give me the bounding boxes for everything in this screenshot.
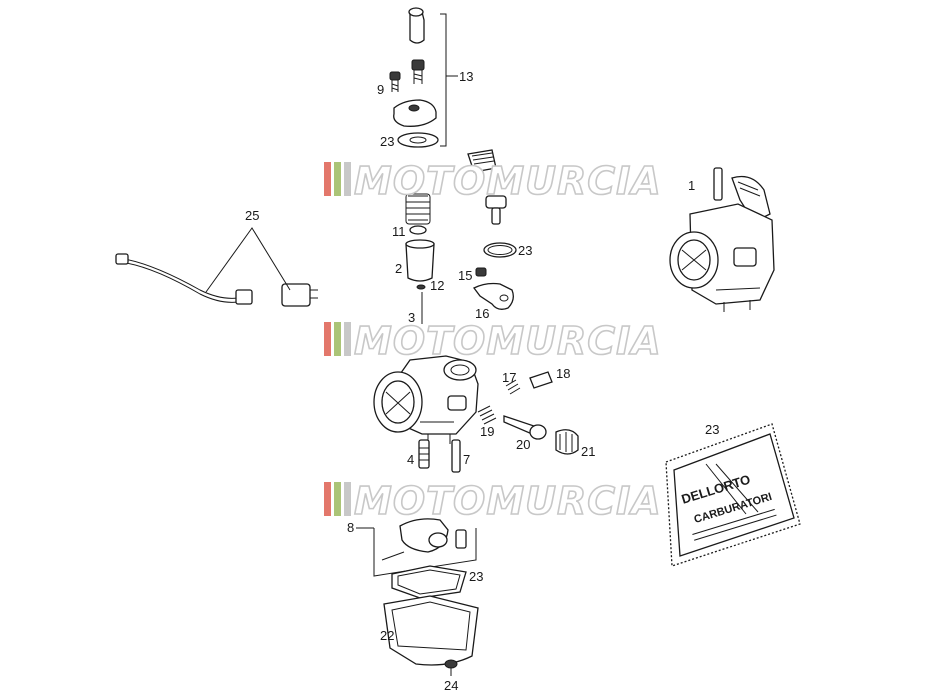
watermark-text: MOTOMURCIA [354,159,662,203]
slide-spring [405,193,431,225]
part-label-22: 22 [380,628,394,643]
part-label-23-gasket: 23 [518,243,532,258]
watermark-text: MOTOMURCIA [354,479,662,523]
top-plate [393,99,437,127]
part-label-1: 1 [688,178,695,193]
part-label-4: 4 [407,452,414,467]
part-label-20: 20 [516,437,530,452]
idle-screw-20 [503,415,547,440]
watermark-text: MOTOMURCIA [354,319,662,363]
choke-cable-guide-16 [473,282,514,310]
cap-21 [555,429,579,455]
callout-25 [205,227,291,293]
part-label-9: 9 [377,82,384,97]
part-label-15: 15 [458,268,472,283]
bowl-gasket-23 [391,565,467,599]
part-label-16: 16 [475,306,489,321]
part-label-13: 13 [459,69,473,84]
adjust-screw [411,59,425,84]
repair-kit-bag: DELLORTO CARBURATORI [665,423,801,567]
part-label-7: 7 [463,452,470,467]
float-8 [381,518,467,561]
part-label-23-kit: 23 [705,422,719,437]
choke-plunger [467,149,507,225]
screw-15 [475,267,487,277]
part-label-25: 25 [245,208,259,223]
o-ring-23 [483,242,517,258]
part-label-24: 24 [444,678,458,693]
part-label-21: 21 [581,444,595,459]
part-label-19: 19 [480,424,494,439]
part-label-18: 18 [556,366,570,381]
part-label-11: 11 [392,224,406,239]
mixture-screw-top [408,7,425,44]
watermark-middle: MOTOMURCIA [324,318,662,364]
bracket-13 [440,13,447,147]
spring-19 [477,405,497,425]
watermark-top: MOTOMURCIA [324,158,662,204]
idle-screw-9 [389,71,401,92]
part-label-8: 8 [347,520,354,535]
heater-cable-25 [115,253,318,307]
carburetor-body [373,355,479,444]
jet-7 [451,439,461,473]
spring-17 [505,379,521,395]
jet-4 [418,439,430,469]
part-label-2: 2 [395,261,402,276]
float-bowl-22 [383,595,479,666]
part-label-23-top: 23 [380,134,394,149]
drain-screw-24 [444,659,458,676]
throttle-slide-2 [405,239,435,282]
part-label-23-bowl: 23 [469,569,483,584]
gasket-23-top [397,132,439,148]
clip-11 [409,225,427,235]
part-label-17: 17 [502,370,516,385]
carburetor-assembly-1 [669,167,775,312]
watermark-bottom: MOTOMURCIA [324,478,662,524]
part-label-12: 12 [430,278,444,293]
part-label-3: 3 [408,310,415,325]
screw-18 [529,371,553,389]
needle-12 [416,284,426,290]
